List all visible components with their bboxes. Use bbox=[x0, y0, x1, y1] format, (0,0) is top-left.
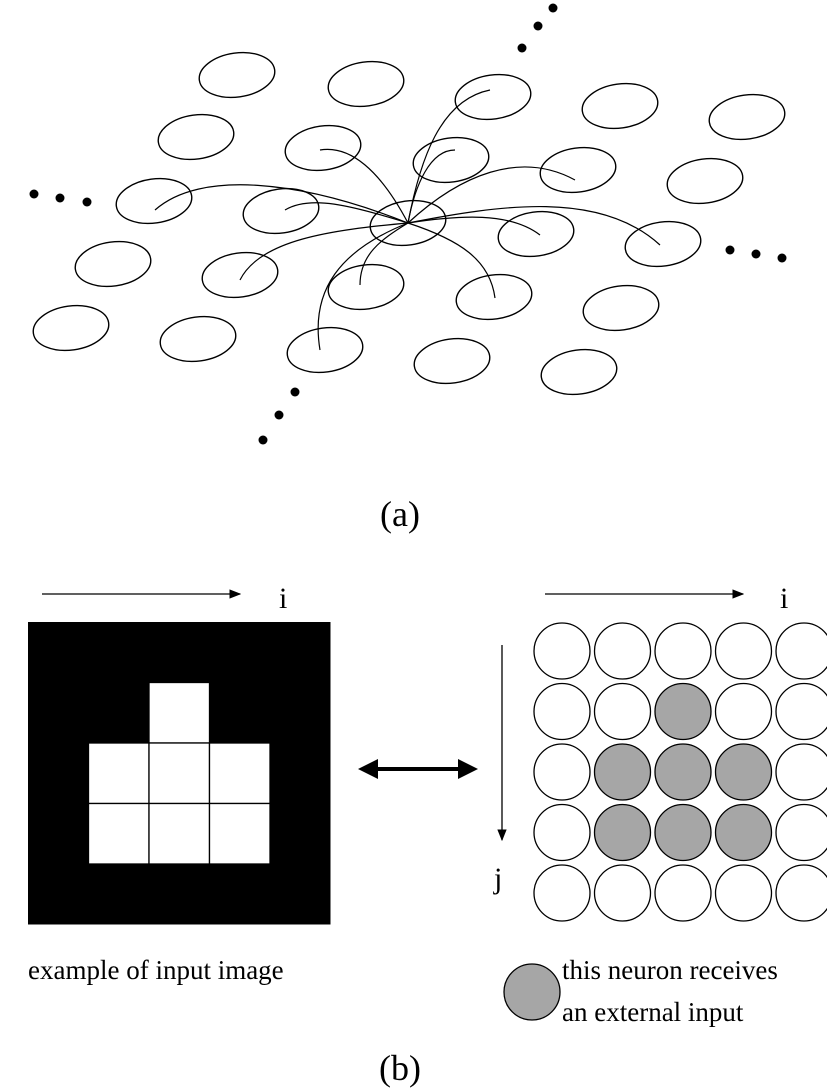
lattice-neuron bbox=[455, 273, 533, 321]
neuron bbox=[775, 864, 827, 922]
legend-text-line1: this neuron receives bbox=[562, 955, 778, 985]
legend-text-line2: an external input bbox=[562, 997, 744, 1027]
input-image-pixel bbox=[208, 802, 271, 865]
connection-curve bbox=[407, 166, 576, 224]
neuron-active bbox=[654, 682, 712, 741]
connection-curve bbox=[284, 202, 409, 224]
lattice-neuron bbox=[412, 136, 490, 184]
lattice-neuron bbox=[708, 93, 786, 141]
neuron bbox=[533, 622, 591, 680]
connection-curve bbox=[154, 184, 409, 224]
continuation-dot bbox=[274, 410, 284, 420]
continuation-dot bbox=[725, 245, 735, 255]
input-image-pixel bbox=[148, 681, 211, 744]
axis-i-label-left: i bbox=[279, 582, 287, 615]
continuation-dots bbox=[29, 3, 787, 445]
neuron bbox=[775, 743, 827, 801]
neuron-active bbox=[593, 743, 652, 801]
lattice-neurons bbox=[32, 51, 786, 396]
input-image bbox=[28, 622, 331, 925]
lattice-neuron bbox=[666, 157, 744, 205]
neuron bbox=[714, 622, 773, 680]
input-image-pixel bbox=[87, 802, 150, 865]
neuron bbox=[714, 864, 773, 922]
lateral-connections bbox=[154, 89, 661, 351]
neuron bbox=[654, 622, 712, 680]
neuron bbox=[593, 864, 652, 922]
panel-b: i i j example of input image this neuron… bbox=[28, 582, 827, 1027]
lattice-neuron bbox=[242, 187, 320, 235]
connection-curve bbox=[407, 216, 541, 236]
neuron-active bbox=[654, 743, 712, 801]
continuation-dot bbox=[55, 193, 65, 203]
lattice-neuron bbox=[581, 82, 659, 130]
neuron bbox=[593, 682, 652, 741]
connection-curve bbox=[317, 222, 409, 351]
connection-curve bbox=[407, 205, 661, 246]
lattice-neuron bbox=[369, 199, 447, 247]
neuron bbox=[775, 682, 827, 741]
lattice-neuron bbox=[74, 240, 152, 288]
neuron bbox=[654, 864, 712, 922]
panel-a-network bbox=[29, 3, 787, 445]
neuron bbox=[533, 803, 591, 862]
connection-curve bbox=[239, 222, 409, 281]
lattice-neuron bbox=[327, 60, 405, 108]
lattice-neuron bbox=[284, 124, 362, 172]
axis-j-label: j bbox=[493, 862, 502, 895]
continuation-dot bbox=[548, 3, 558, 13]
lattice-neuron bbox=[454, 73, 532, 121]
input-image-pixel bbox=[87, 742, 150, 805]
lattice-neuron bbox=[32, 304, 110, 352]
neuron bbox=[533, 743, 591, 801]
continuation-dot bbox=[777, 253, 787, 263]
lattice-neuron bbox=[327, 263, 405, 311]
neuron bbox=[714, 682, 773, 741]
connection-curve bbox=[407, 222, 496, 299]
lattice-neuron bbox=[159, 315, 237, 363]
continuation-dot bbox=[751, 249, 761, 259]
neuron-active bbox=[654, 803, 712, 862]
continuation-dot bbox=[82, 197, 92, 207]
neuron bbox=[533, 682, 591, 741]
continuation-dot bbox=[258, 435, 268, 445]
lattice-neuron bbox=[413, 337, 491, 385]
connection-curve bbox=[359, 222, 409, 286]
lattice-neuron bbox=[157, 113, 235, 161]
continuation-dot bbox=[533, 21, 543, 31]
lattice-neuron bbox=[582, 284, 660, 332]
continuation-dot bbox=[517, 43, 527, 53]
connection-curve bbox=[319, 148, 409, 224]
neuron-active bbox=[714, 803, 773, 862]
lattice-neuron bbox=[286, 326, 364, 374]
connection-curve bbox=[407, 149, 456, 224]
axis-i-label-right: i bbox=[780, 582, 788, 615]
panel-b-label: (b) bbox=[379, 1048, 421, 1088]
neuron bbox=[775, 803, 827, 862]
continuation-dot bbox=[290, 387, 300, 397]
lattice-neuron bbox=[540, 348, 618, 396]
neuron-active bbox=[714, 743, 773, 801]
neuron bbox=[775, 622, 827, 680]
lattice-neuron bbox=[198, 51, 276, 99]
neuron bbox=[533, 864, 591, 922]
neuron-active bbox=[593, 803, 652, 862]
neuron bbox=[593, 622, 652, 680]
panel-a-label: (a) bbox=[380, 494, 420, 534]
lattice-neuron bbox=[624, 220, 702, 268]
lattice-neuron bbox=[201, 251, 279, 299]
connection-curve bbox=[407, 89, 491, 224]
input-image-pixel bbox=[148, 742, 211, 805]
lattice-neuron bbox=[497, 210, 575, 258]
legend-active-neuron bbox=[503, 963, 561, 1021]
lattice-neuron bbox=[539, 146, 617, 194]
lattice-neuron bbox=[115, 177, 193, 225]
input-image-pixel bbox=[148, 802, 211, 865]
input-image-pixel bbox=[208, 742, 271, 805]
neuron-grid bbox=[533, 622, 827, 922]
input-image-caption: example of input image bbox=[28, 955, 284, 985]
continuation-dot bbox=[29, 189, 39, 199]
